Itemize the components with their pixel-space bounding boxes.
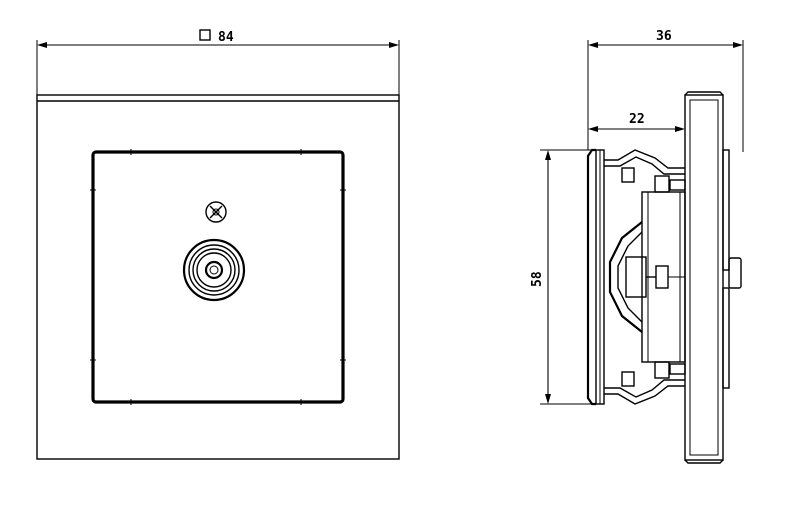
height-label: 58 xyxy=(530,271,545,287)
square-symbol xyxy=(199,29,211,41)
width-label: 84 xyxy=(218,30,234,45)
side-view: 36 22 58 xyxy=(530,29,744,464)
insert-plate xyxy=(91,150,345,404)
depth-inner-label: 22 xyxy=(629,112,645,127)
depth-total-label: 36 xyxy=(656,29,672,44)
screw-icon xyxy=(205,201,227,223)
coax-connector-icon xyxy=(182,238,246,302)
front-view: 84 xyxy=(36,29,400,460)
width-dimension: 84 xyxy=(36,29,400,95)
outer-frame xyxy=(36,94,400,460)
cover-plate xyxy=(684,94,724,461)
plate-ticks xyxy=(90,149,346,405)
depth-total-dimension: 36 xyxy=(587,29,744,152)
depth-inner-dimension: 22 xyxy=(588,95,686,132)
height-dimension: 58 xyxy=(530,149,596,405)
